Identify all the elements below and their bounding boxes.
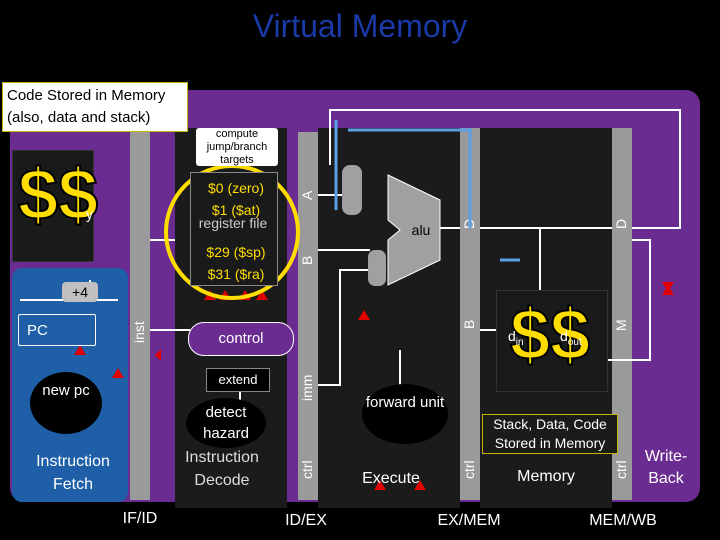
mux-a — [342, 165, 362, 215]
ifid-register-bar — [130, 132, 150, 500]
ifid-label: IF/ID — [122, 510, 158, 527]
alu-shape — [387, 174, 441, 286]
detect-hazard-box: detect hazard — [186, 398, 266, 448]
d-in-label: din — [508, 328, 524, 348]
dollar-sign-icache: $$ — [17, 154, 99, 236]
page-title: Virtual Memory — [252, 8, 468, 44]
d-in-main: d — [508, 328, 516, 344]
register-ra: $31 ($ra) — [207, 266, 265, 282]
memwb-register-bar — [612, 128, 632, 500]
pc-register: PC — [18, 314, 96, 346]
mux-b — [368, 250, 386, 286]
register-file-label: register file — [198, 215, 268, 231]
d-out-sub: out — [567, 336, 582, 348]
extend-box: extend — [206, 368, 270, 392]
new-pc-label: new pc — [42, 382, 90, 399]
dollar-sign-dcache: $$ — [509, 294, 591, 376]
d-out-label: dout — [560, 328, 582, 348]
detect-hazard-label: detect hazard — [203, 404, 249, 442]
data-memory-thumbnail — [496, 290, 608, 392]
y-label: y — [86, 206, 93, 222]
register-file-box — [190, 172, 278, 286]
new-pc-box: new pc — [30, 372, 102, 434]
control-label: control — [218, 330, 264, 347]
stage-memory-label: Memory — [517, 468, 575, 485]
pc-label: PC — [27, 322, 48, 339]
d-in-sub: in — [515, 336, 524, 348]
extend-label: extend — [218, 372, 258, 387]
plus4-box: +4 — [62, 282, 98, 302]
stage-fetch-label: Instruction Fetch — [36, 453, 110, 493]
plus4-label: +4 — [72, 284, 88, 300]
register-zero: $0 (zero) — [207, 180, 265, 196]
alu-label: alu — [411, 222, 431, 238]
stage-decode-label: Instruction Decode — [185, 449, 259, 489]
compute-targets-label: compute jump/branch targets — [206, 128, 268, 166]
idex-register-bar — [298, 132, 318, 500]
stack-memory-note: Stack, Data, Code Stored in Memory — [482, 414, 618, 454]
forward-unit-box: forward unit — [362, 384, 448, 444]
exmem-label: EX/MEM — [437, 512, 501, 529]
exmem-register-bar — [460, 128, 480, 500]
code-memory-note: Code Stored in Memory (also, data and st… — [2, 82, 188, 132]
control-box: control — [188, 322, 294, 356]
instruction-memory-thumbnail — [12, 150, 94, 262]
memwb-label: MEM/WB — [589, 512, 657, 529]
register-sp: $29 ($sp) — [206, 244, 266, 260]
stage-execute-label: Execute — [362, 470, 420, 487]
idex-label: ID/EX — [285, 512, 327, 529]
register-file-highlight — [164, 164, 300, 300]
compute-targets-box: compute jump/branch targets — [196, 128, 278, 166]
forward-unit-label: forward unit — [365, 394, 445, 411]
register-at: $1 ($at) — [211, 202, 261, 218]
stage-writeback-label: Write-Back — [644, 448, 688, 487]
d-out-main: d — [560, 328, 568, 344]
